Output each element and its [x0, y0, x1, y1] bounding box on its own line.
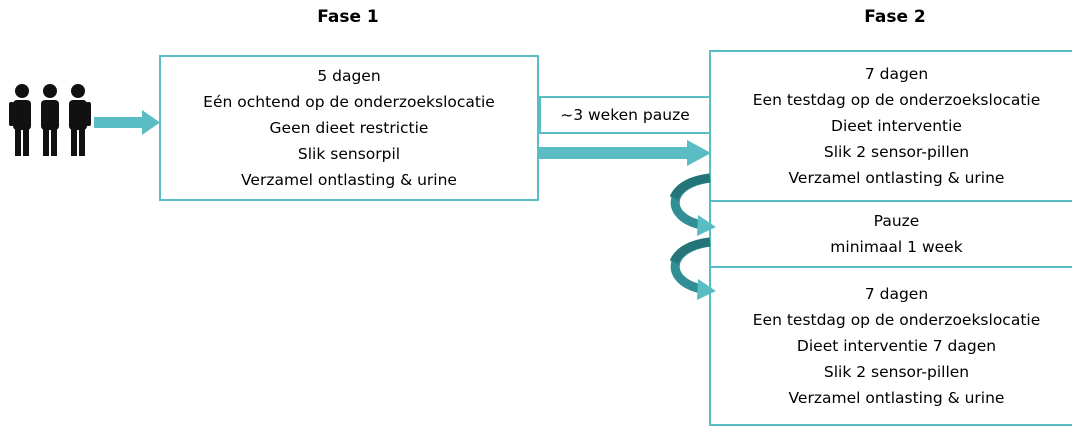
- curved-arrow-icon: [669, 173, 716, 236]
- phase2-block1-line: 7 dagen: [864, 65, 929, 83]
- phase2-block1-box: 7 dagen Een testdag op de onderzoeksloca…: [709, 50, 1072, 202]
- phase2-block1-line: Dieet interventie: [831, 117, 962, 135]
- phase1-line: 5 dagen: [317, 67, 381, 85]
- curved-arrow-icon: [669, 237, 716, 300]
- phase2-title: Fase 2: [864, 7, 926, 27]
- phase1-line: Eén ochtend op de onderzoekslocatie: [203, 93, 495, 111]
- transition-pause-label: ~3 weken pauze: [539, 96, 711, 134]
- people-group-icon: [9, 84, 91, 156]
- phase2-block2-box: 7 dagen Een testdag op de onderzoeksloca…: [709, 266, 1072, 426]
- phase2-pause-line: minimaal 1 week: [830, 238, 963, 256]
- phase2-block2-line: Een testdag op de onderzoekslocatie: [752, 311, 1041, 329]
- phase2-block2-line: 7 dagen: [864, 285, 929, 303]
- phase2-pause-box: Pauze minimaal 1 week: [709, 200, 1072, 268]
- phase1-line: Verzamel ontlasting & urine: [241, 171, 457, 189]
- phase2-pause-line: Pauze: [873, 212, 920, 230]
- phase2-block1-line: Slik 2 sensor-pillen: [823, 143, 970, 161]
- transition-arrow-icon: [539, 140, 711, 166]
- phase2-block2-line: Verzamel ontlasting & urine: [788, 389, 1005, 407]
- phase2-block2-line: Slik 2 sensor-pillen: [823, 363, 970, 381]
- arrow-to-phase1-icon: [94, 110, 160, 135]
- phase1-box: 5 dagen Eén ochtend op de onderzoeksloca…: [159, 55, 539, 201]
- phase2-block1-line: Een testdag op de onderzoekslocatie: [752, 91, 1041, 109]
- phase1-line: Slik sensorpil: [297, 145, 401, 163]
- phase2-block2-line: Dieet interventie 7 dagen: [796, 337, 997, 355]
- phase2-block1-line: Verzamel ontlasting & urine: [788, 169, 1005, 187]
- phase1-line: Geen dieet restrictie: [269, 119, 429, 137]
- phase1-title: Fase 1: [317, 7, 379, 27]
